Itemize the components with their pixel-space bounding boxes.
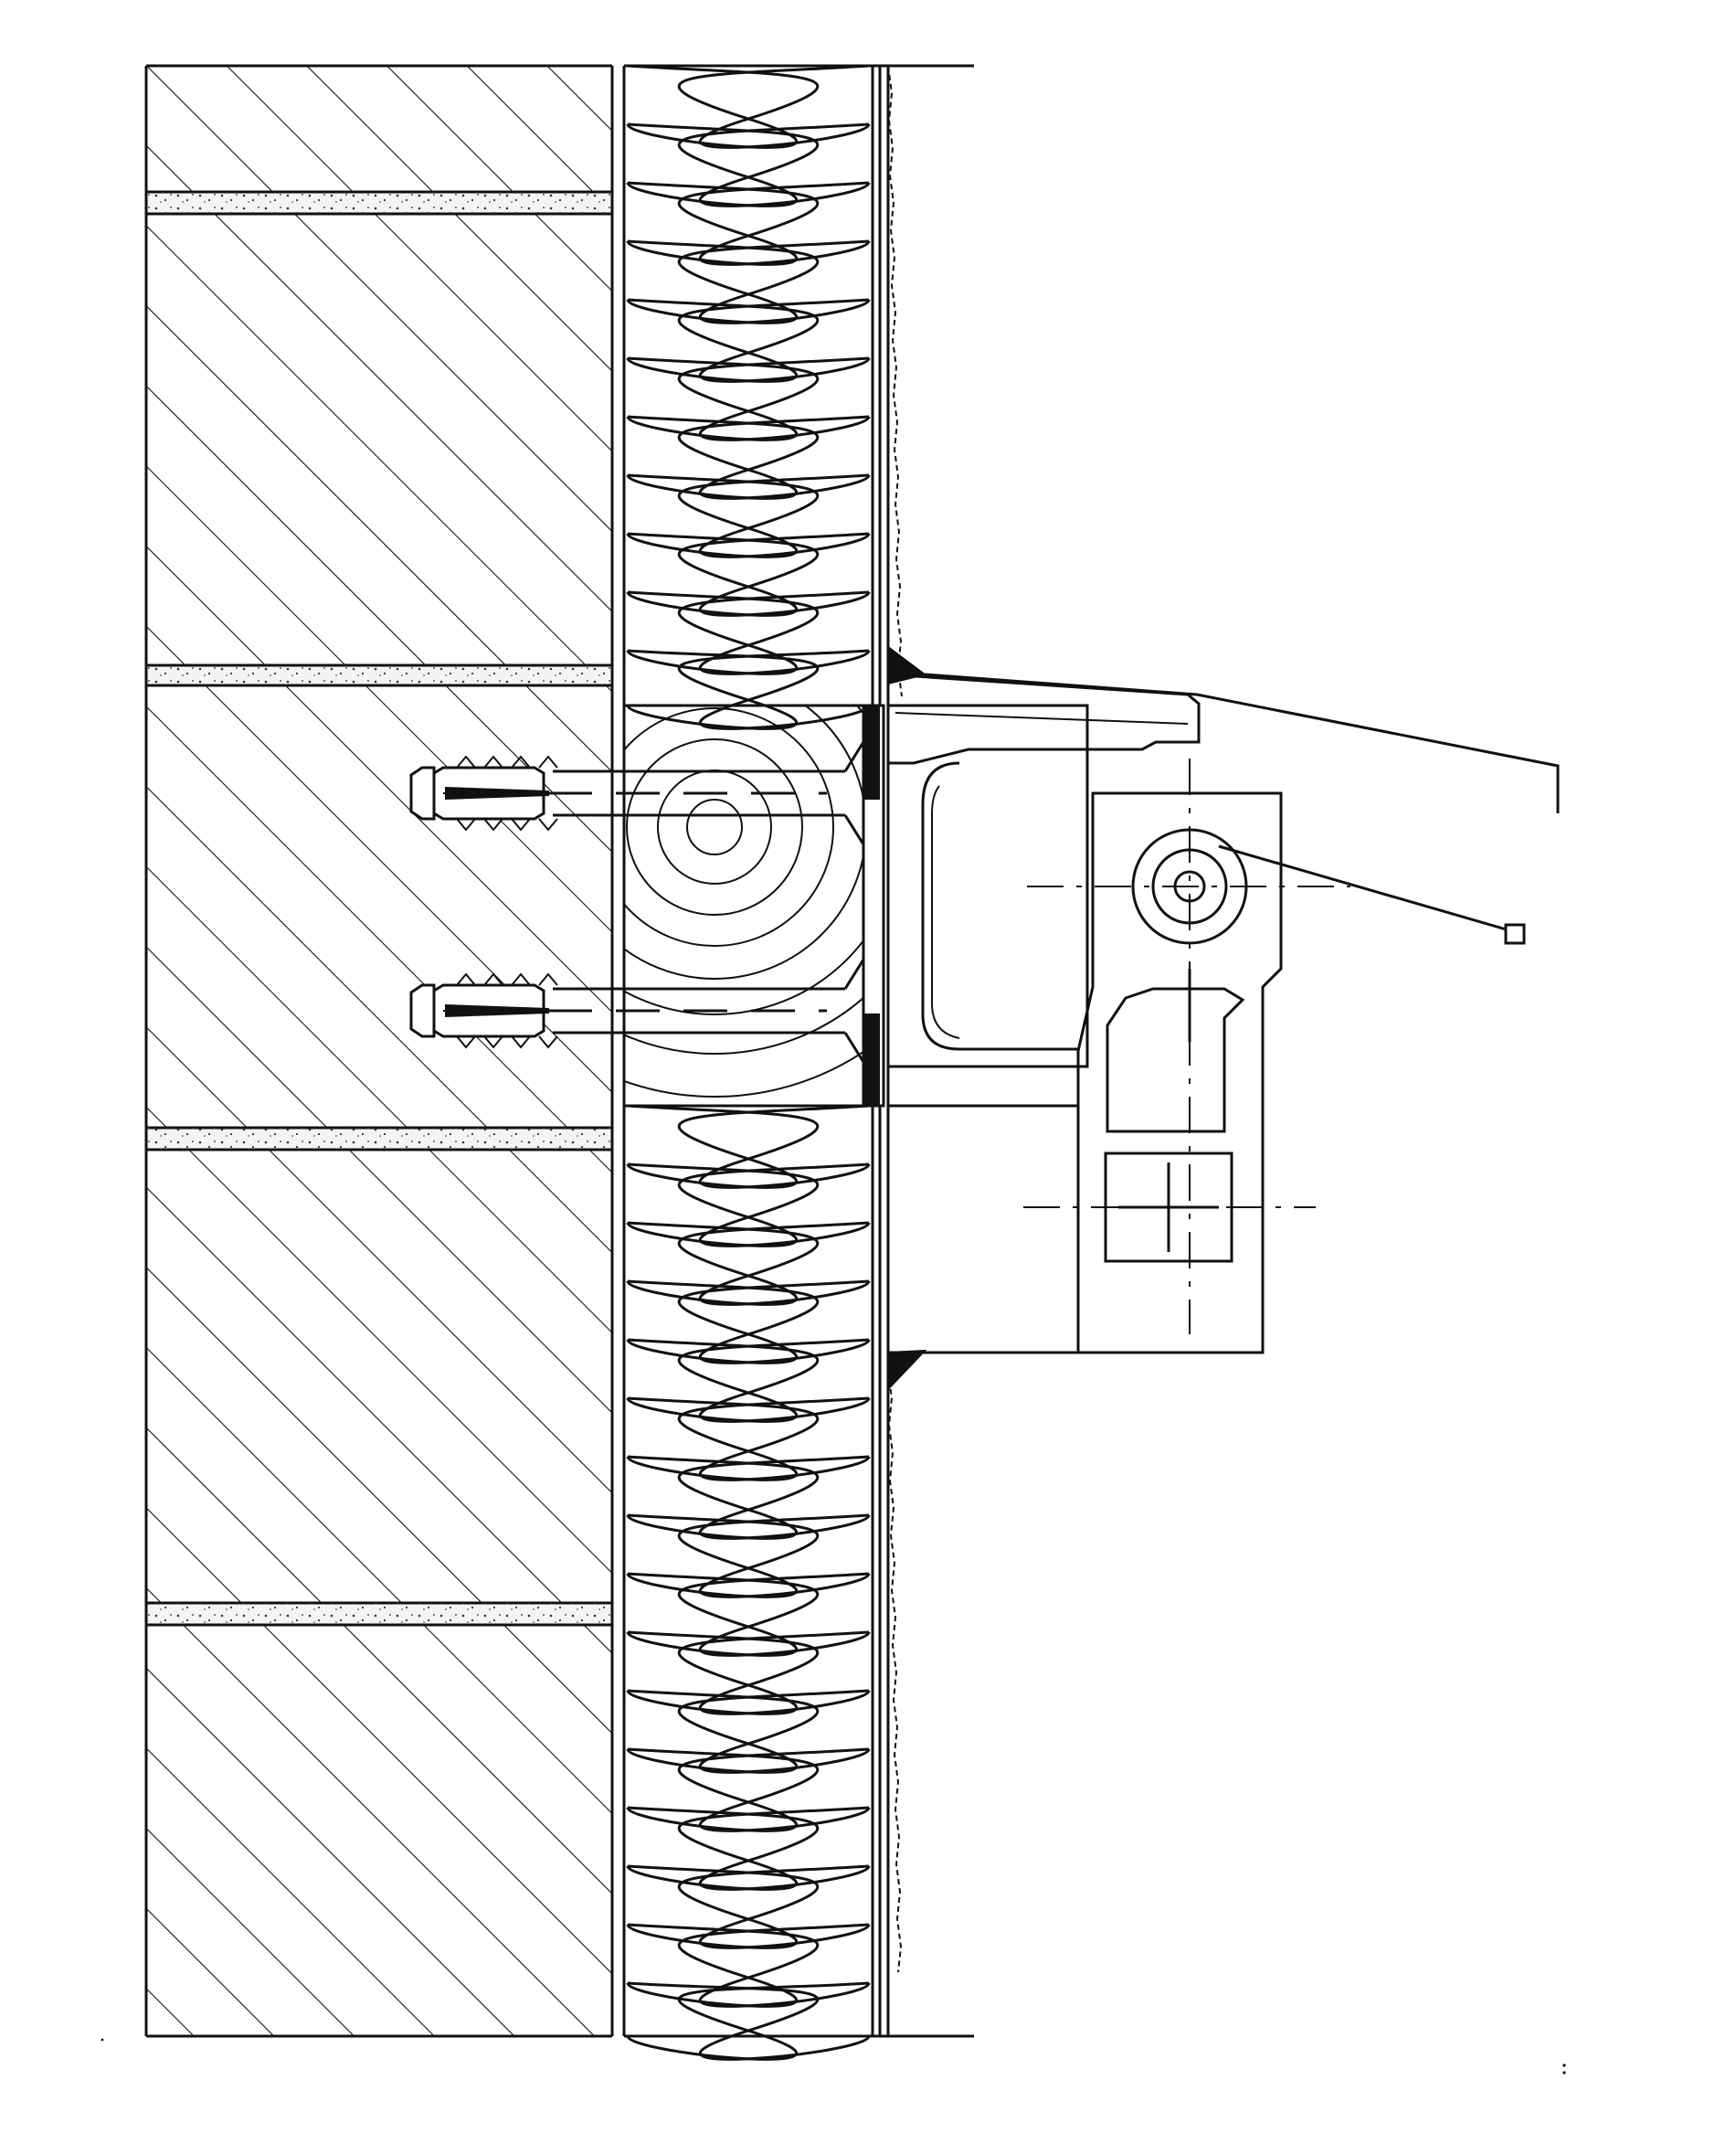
base-plate <box>862 645 927 1392</box>
render-coating <box>871 64 974 2038</box>
insulation-loop <box>626 1923 870 2008</box>
anchor-lower <box>409 958 874 1064</box>
leader-pivot <box>1218 844 1510 932</box>
edge-tick-marks <box>101 366 1566 2075</box>
leader-top <box>924 673 1560 813</box>
insulation-loop <box>626 1806 870 1891</box>
insulation-loop <box>626 1221 870 1306</box>
insulation-loop <box>627 1864 871 1949</box>
insulation-batt-lower <box>626 1104 871 2061</box>
insulation-loop <box>627 1513 871 1598</box>
insulation-loop <box>627 64 871 149</box>
insulation-loop <box>626 649 870 730</box>
insulation-loop <box>626 181 870 266</box>
insulation-loop <box>626 1104 870 1189</box>
insulation-loop <box>626 415 870 500</box>
insulation-loop <box>627 1279 871 1364</box>
hinge-block <box>1076 791 1283 1354</box>
insulation-loop <box>626 64 870 149</box>
insulation-loop <box>627 1396 871 1481</box>
insulation-loop <box>627 473 871 558</box>
insulation-loop <box>627 1981 871 2061</box>
insulation-loop <box>626 1338 870 1423</box>
insulation-loop <box>627 590 871 675</box>
insulation-loop <box>627 1747 871 1832</box>
insulation-loop <box>627 1104 871 1189</box>
insulation-loop <box>627 1630 871 1715</box>
masonry-wall <box>144 64 614 2038</box>
insulation-loop <box>627 239 871 324</box>
insulation-loop <box>627 1162 871 1247</box>
insulation-loop <box>627 356 871 441</box>
insulation-loop <box>626 298 870 383</box>
insulation-layer <box>622 64 874 2061</box>
insulation-loop <box>627 122 871 207</box>
anchor-upper <box>409 740 874 846</box>
centerlines <box>1023 759 1350 1334</box>
insulation-loop <box>626 1572 870 1657</box>
insulation-loop <box>626 1455 870 1540</box>
insulation-batt-upper <box>626 64 871 730</box>
leader-lines <box>924 673 1560 945</box>
insulation-loop <box>626 532 870 617</box>
insulation-loop <box>626 1689 870 1774</box>
leader-pivot-marker <box>1504 923 1526 945</box>
bracket-channel <box>887 673 1201 1354</box>
